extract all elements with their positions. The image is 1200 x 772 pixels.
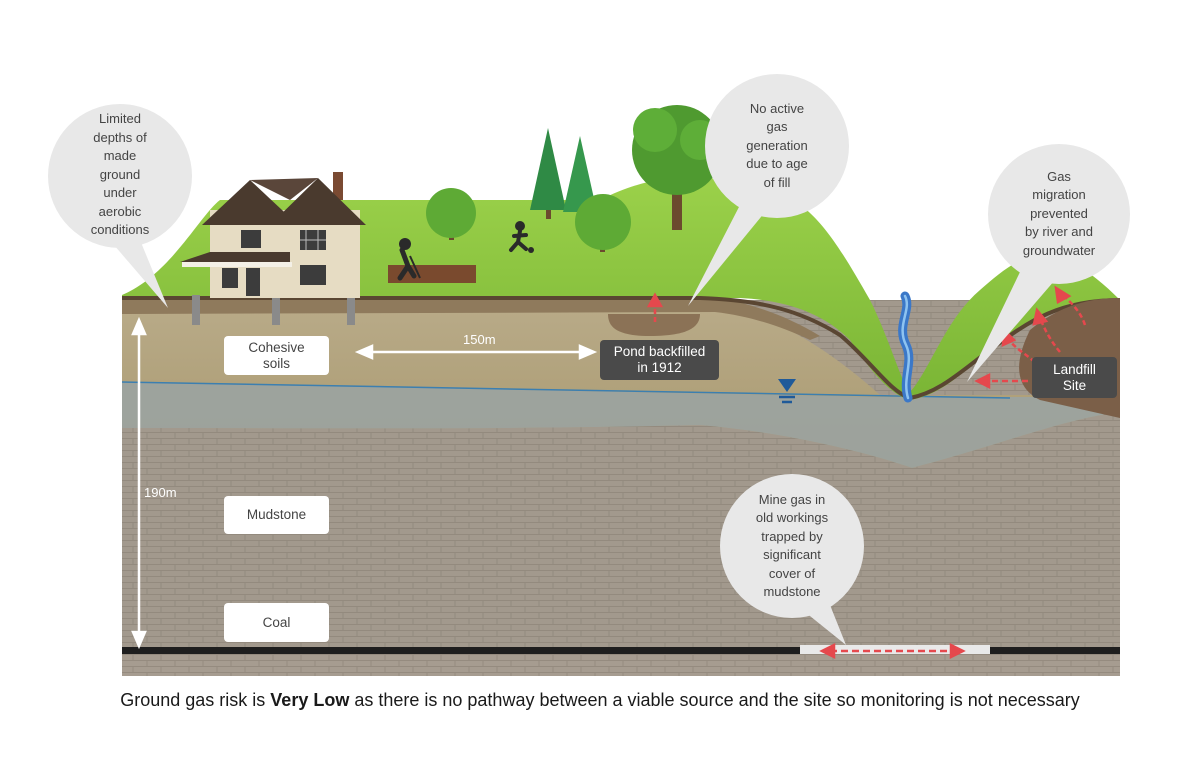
gardener-icon [388, 238, 476, 283]
house-icon [180, 172, 366, 325]
cohesive-soils-label: Cohesive soils [224, 336, 329, 375]
mine-gas-bubble-text: Mine gas in old workings trapped by sign… [755, 491, 829, 600]
bush-icon [426, 188, 631, 252]
mine-workings [800, 645, 990, 656]
pond-gas-arrow [646, 292, 664, 322]
caption-suffix: as there is no pathway between a viable … [354, 690, 1080, 710]
groundwater-zone [122, 382, 1120, 468]
vertical-dimension-label: 190m [144, 485, 177, 500]
gas-migration-bubble-text: Gas migration prevented by river and gro… [1022, 168, 1096, 258]
water-table-icon [778, 379, 796, 404]
coal-seam [122, 647, 1120, 654]
mudstone-label: Mudstone [224, 496, 329, 534]
speech-bubbles [48, 74, 1130, 645]
horizontal-dimension-arrow [354, 344, 598, 360]
horizontal-dimension-label: 150m [463, 332, 496, 347]
gas-generation-bubble-text: No active gas generation due to age of f… [746, 100, 808, 190]
coal-label: Coal [224, 603, 329, 642]
risk-level: Very Low [270, 690, 350, 710]
mine-gas-arrows [819, 642, 966, 660]
risk-caption: Ground gas risk is Very Low as there is … [0, 690, 1200, 711]
pond-label: Pond backfilled in 1912 [600, 340, 719, 380]
water-table-line [121, 381, 1011, 399]
football-player-icon [509, 221, 534, 253]
backfilled-pond [608, 314, 700, 336]
landfill-label: Landfill Site [1032, 357, 1117, 398]
made-ground-bubble-text: Limited depths of made ground under aero… [90, 111, 150, 238]
made-ground-layer [122, 298, 820, 340]
vertical-dimension-arrow [131, 316, 147, 650]
grass-surface [122, 177, 1120, 400]
caption-prefix: Ground gas risk is [120, 690, 266, 710]
